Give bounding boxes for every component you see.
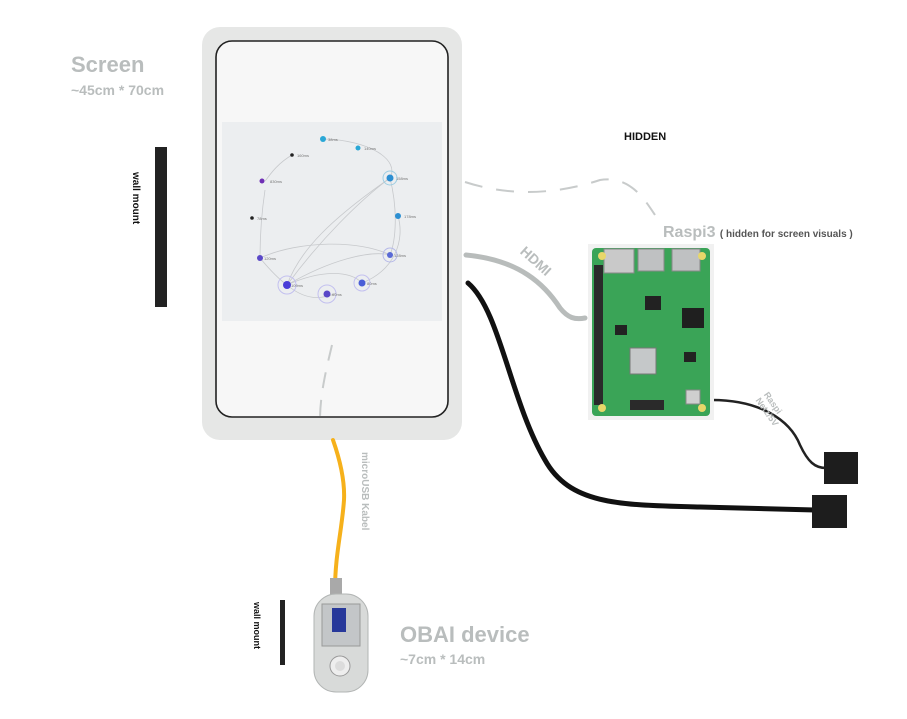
screen-visualization [222,122,442,321]
network-nodes [250,136,401,304]
screen-power-plug [812,495,847,528]
graph-node-label: 178ms [404,214,416,219]
graph-node-label: 158ms [396,176,408,181]
raspi-power-plug [824,452,858,484]
raspi-label: Raspi3 ( hidden for screen visuals ) [663,224,853,242]
graph-node-label: 120ms [264,256,276,261]
screen-title: Screen [71,52,145,77]
microusb-label: microUSB Kabel [359,452,370,531]
graph-node-label: 38ms [328,137,338,142]
screen-power-cable [465,280,818,513]
graph-node-label: 80ms [367,281,377,286]
screen-size: ~45cm * 70cm [71,82,165,98]
hidden-label: HIDDEN [624,131,667,143]
device-wall-mount-bar [280,600,285,665]
graph-node-label: 140ms [364,146,376,151]
graph-node-label: 160ms [297,153,309,158]
graph-node-label: 128ms [394,253,406,258]
raspberry-pi-board [588,244,714,420]
raspi-power-cable [711,398,827,470]
graph-node-label: 78ms [257,216,267,221]
graph-labels: 38ms 140ms 160ms 830ms 158ms 178ms 78ms 120ms 12… [257,137,416,297]
screen-wall-mount-label: wall mount [130,172,141,225]
hidden-cable-dashed [464,178,656,216]
microusb-cable [331,438,347,592]
hdmi-cable [463,252,588,322]
screen-wall-mount-bar [155,147,167,307]
device-size: ~7cm * 14cm [400,651,486,667]
obai-device [313,578,369,693]
device-title: OBAI device [400,622,530,647]
graph-node-label: 109ms [291,283,303,288]
raspi-title: Raspi3 [663,224,716,241]
raspi-note: ( hidden for screen visuals ) [719,229,853,240]
graph-node-label: 830ms [270,179,282,184]
graph-node-label: 60ms [332,292,342,297]
device-wall-mount-label: wall mount [252,602,262,649]
usb-cable-behind-screen [319,344,333,421]
